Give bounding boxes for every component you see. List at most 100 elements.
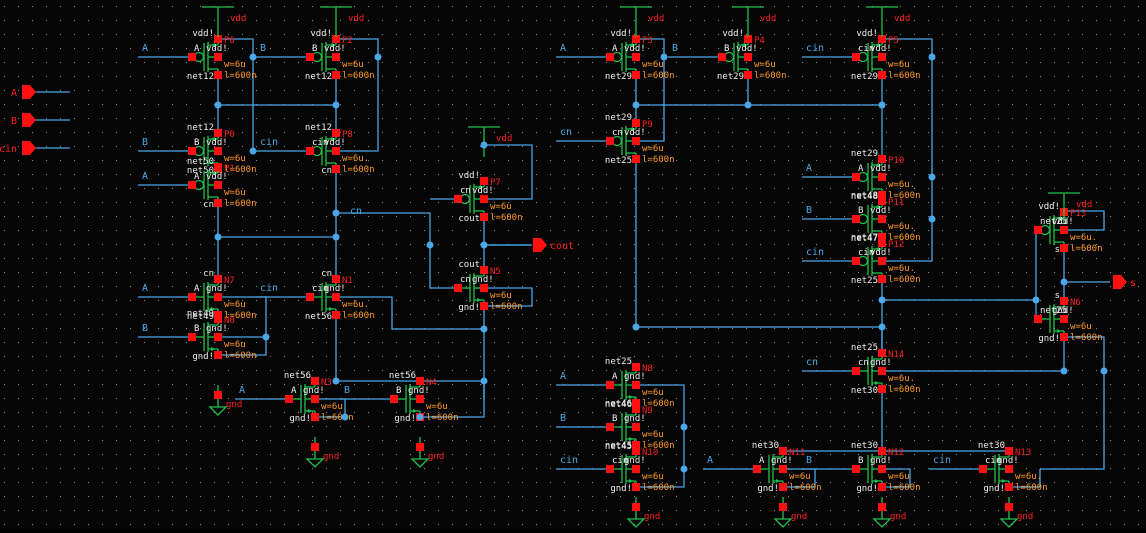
net-label-top: vdd! [722, 29, 744, 39]
wire-label: A [142, 283, 148, 294]
terminal-pin [779, 483, 787, 491]
wire [336, 38, 379, 152]
width-param: w=6u [321, 402, 343, 412]
wire-label: B [672, 43, 678, 54]
instance-name: N6 [1070, 298, 1081, 308]
net-label-top: vdd! [192, 29, 214, 39]
input-pin-B[interactable]: B [11, 113, 36, 127]
width-param: w=6u [642, 388, 664, 398]
gate-label: B [858, 456, 863, 466]
width-param: w=6u [642, 60, 664, 70]
length-param: l=600n [888, 275, 921, 285]
input-pin-cin[interactable]: cin [0, 141, 36, 155]
net-label-top: net30 [978, 441, 1005, 451]
length-param: l=600n [754, 71, 787, 81]
terminal-pin [311, 377, 319, 385]
wire-label: B [260, 43, 266, 54]
arrow-icon [477, 185, 481, 189]
terminal-pin [480, 284, 488, 292]
gate-label: cin [985, 456, 1001, 466]
junction-dot [928, 215, 936, 223]
output-pin-cout[interactable]: cout [533, 238, 574, 252]
gate-label: B [396, 386, 401, 396]
terminal-pin [214, 333, 222, 341]
length-param: l=600n [888, 483, 921, 493]
terminal-pin [306, 53, 314, 61]
net-label-bot: net12 [187, 72, 214, 82]
instance-name: P11 [888, 198, 904, 208]
wire-label: cin [560, 455, 578, 466]
ground-icon [872, 518, 892, 528]
terminal-pin [632, 363, 640, 371]
terminal-pin [332, 53, 340, 61]
output-pin-s[interactable]: s [1113, 275, 1136, 289]
vdd-symbol: vdd [202, 6, 246, 37]
vdd-label: vdd [230, 14, 246, 24]
instance-name: N1 [342, 276, 353, 286]
input-pin-icon [22, 113, 36, 127]
junction-dot [1100, 367, 1108, 375]
net-label-bot: gnd! [289, 414, 311, 424]
vdd-label: vdd [348, 14, 364, 24]
instance-name: N13 [1015, 448, 1031, 458]
wire-label: B [344, 385, 350, 396]
junction-dot [1060, 278, 1068, 286]
terminal-pin [306, 293, 314, 301]
net-label-bot: net29 [717, 72, 744, 82]
junction-dot [928, 53, 936, 61]
vdd-label: vdd [894, 14, 910, 24]
length-param: l=600n [888, 233, 921, 243]
net-label-top: net29 [605, 113, 632, 123]
terminal-pin [214, 293, 222, 301]
wire-label: A [560, 43, 566, 54]
junction-dot [680, 423, 688, 431]
gate-label: A [759, 456, 765, 466]
wire [635, 159, 882, 328]
wire-label: cin [806, 43, 824, 54]
gate-label: B [612, 414, 617, 424]
junction-dot [878, 296, 886, 304]
width-param: w=6u. [888, 264, 915, 274]
gnd-label: gnd [644, 512, 660, 522]
length-param: l=600n [888, 191, 921, 201]
width-param: w=6u. [888, 222, 915, 232]
bulk-label: gnd! [206, 324, 228, 334]
length-param: l=600n [224, 71, 257, 81]
terminal-pin [332, 71, 340, 79]
wire [336, 296, 484, 330]
junction-dot [332, 101, 340, 109]
gnd-symbol: gnd [999, 497, 1033, 528]
terminal-pin [878, 239, 886, 247]
net-label-top: net30 [752, 441, 779, 451]
terminal-pin [480, 302, 488, 310]
terminal-pin [632, 483, 640, 491]
instance-name: P2 [342, 36, 353, 46]
net-label-top: net56 [389, 371, 416, 381]
gate-label: A [858, 164, 864, 174]
terminal-pin [416, 377, 424, 385]
terminal-pin [214, 129, 222, 137]
gnd-symbol: gnd [872, 497, 906, 528]
bulk-label: gnd! [303, 386, 325, 396]
terminal-pin [1005, 447, 1013, 455]
terminal-pin [311, 443, 319, 451]
gate-label: B [858, 206, 863, 216]
input-pin-A[interactable]: A [11, 85, 36, 99]
